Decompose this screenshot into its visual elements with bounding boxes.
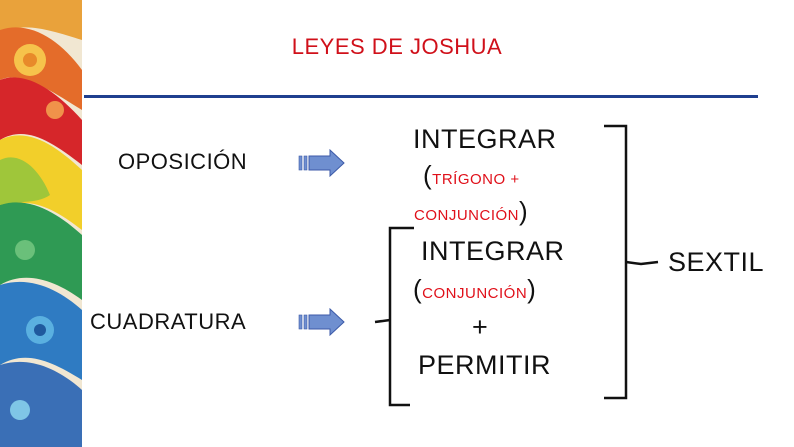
title-divider [84,95,758,98]
block1-aspect-line1: (TRÍGONO + [423,160,520,191]
aspect-conjuncion: CONJUNCIÓN [422,285,528,302]
arrow-right-icon [298,149,345,177]
mandala-decoration [0,0,82,447]
close-paren: ) [519,196,529,226]
label-opposition: OPOSICIÓN [118,149,248,174]
arrow-right-icon [298,308,345,336]
open-paren: ( [413,274,423,304]
block2-verb2: PERMITIR [418,350,552,380]
block2-aspect: (CONJUNCIÓN) [413,274,536,305]
left-bracket [374,226,414,407]
plus-sign: + [472,312,489,342]
result-sextil: SEXTIL [668,247,765,277]
aspect-conjuncion: CONJUNCIÓN [414,207,519,224]
slide-title: LEYES DE JOSHUA [291,34,503,59]
block2-verb: INTEGRAR [421,236,565,266]
close-paren: ) [527,274,537,304]
open-paren: ( [423,160,433,190]
block1-aspect-line2: CONJUNCIÓN) [414,196,528,227]
right-bracket [604,124,659,400]
aspect-trigono-plus: TRÍGONO + [432,171,520,188]
label-square: CUADRATURA [90,309,247,334]
block1-verb: INTEGRAR [413,124,557,154]
